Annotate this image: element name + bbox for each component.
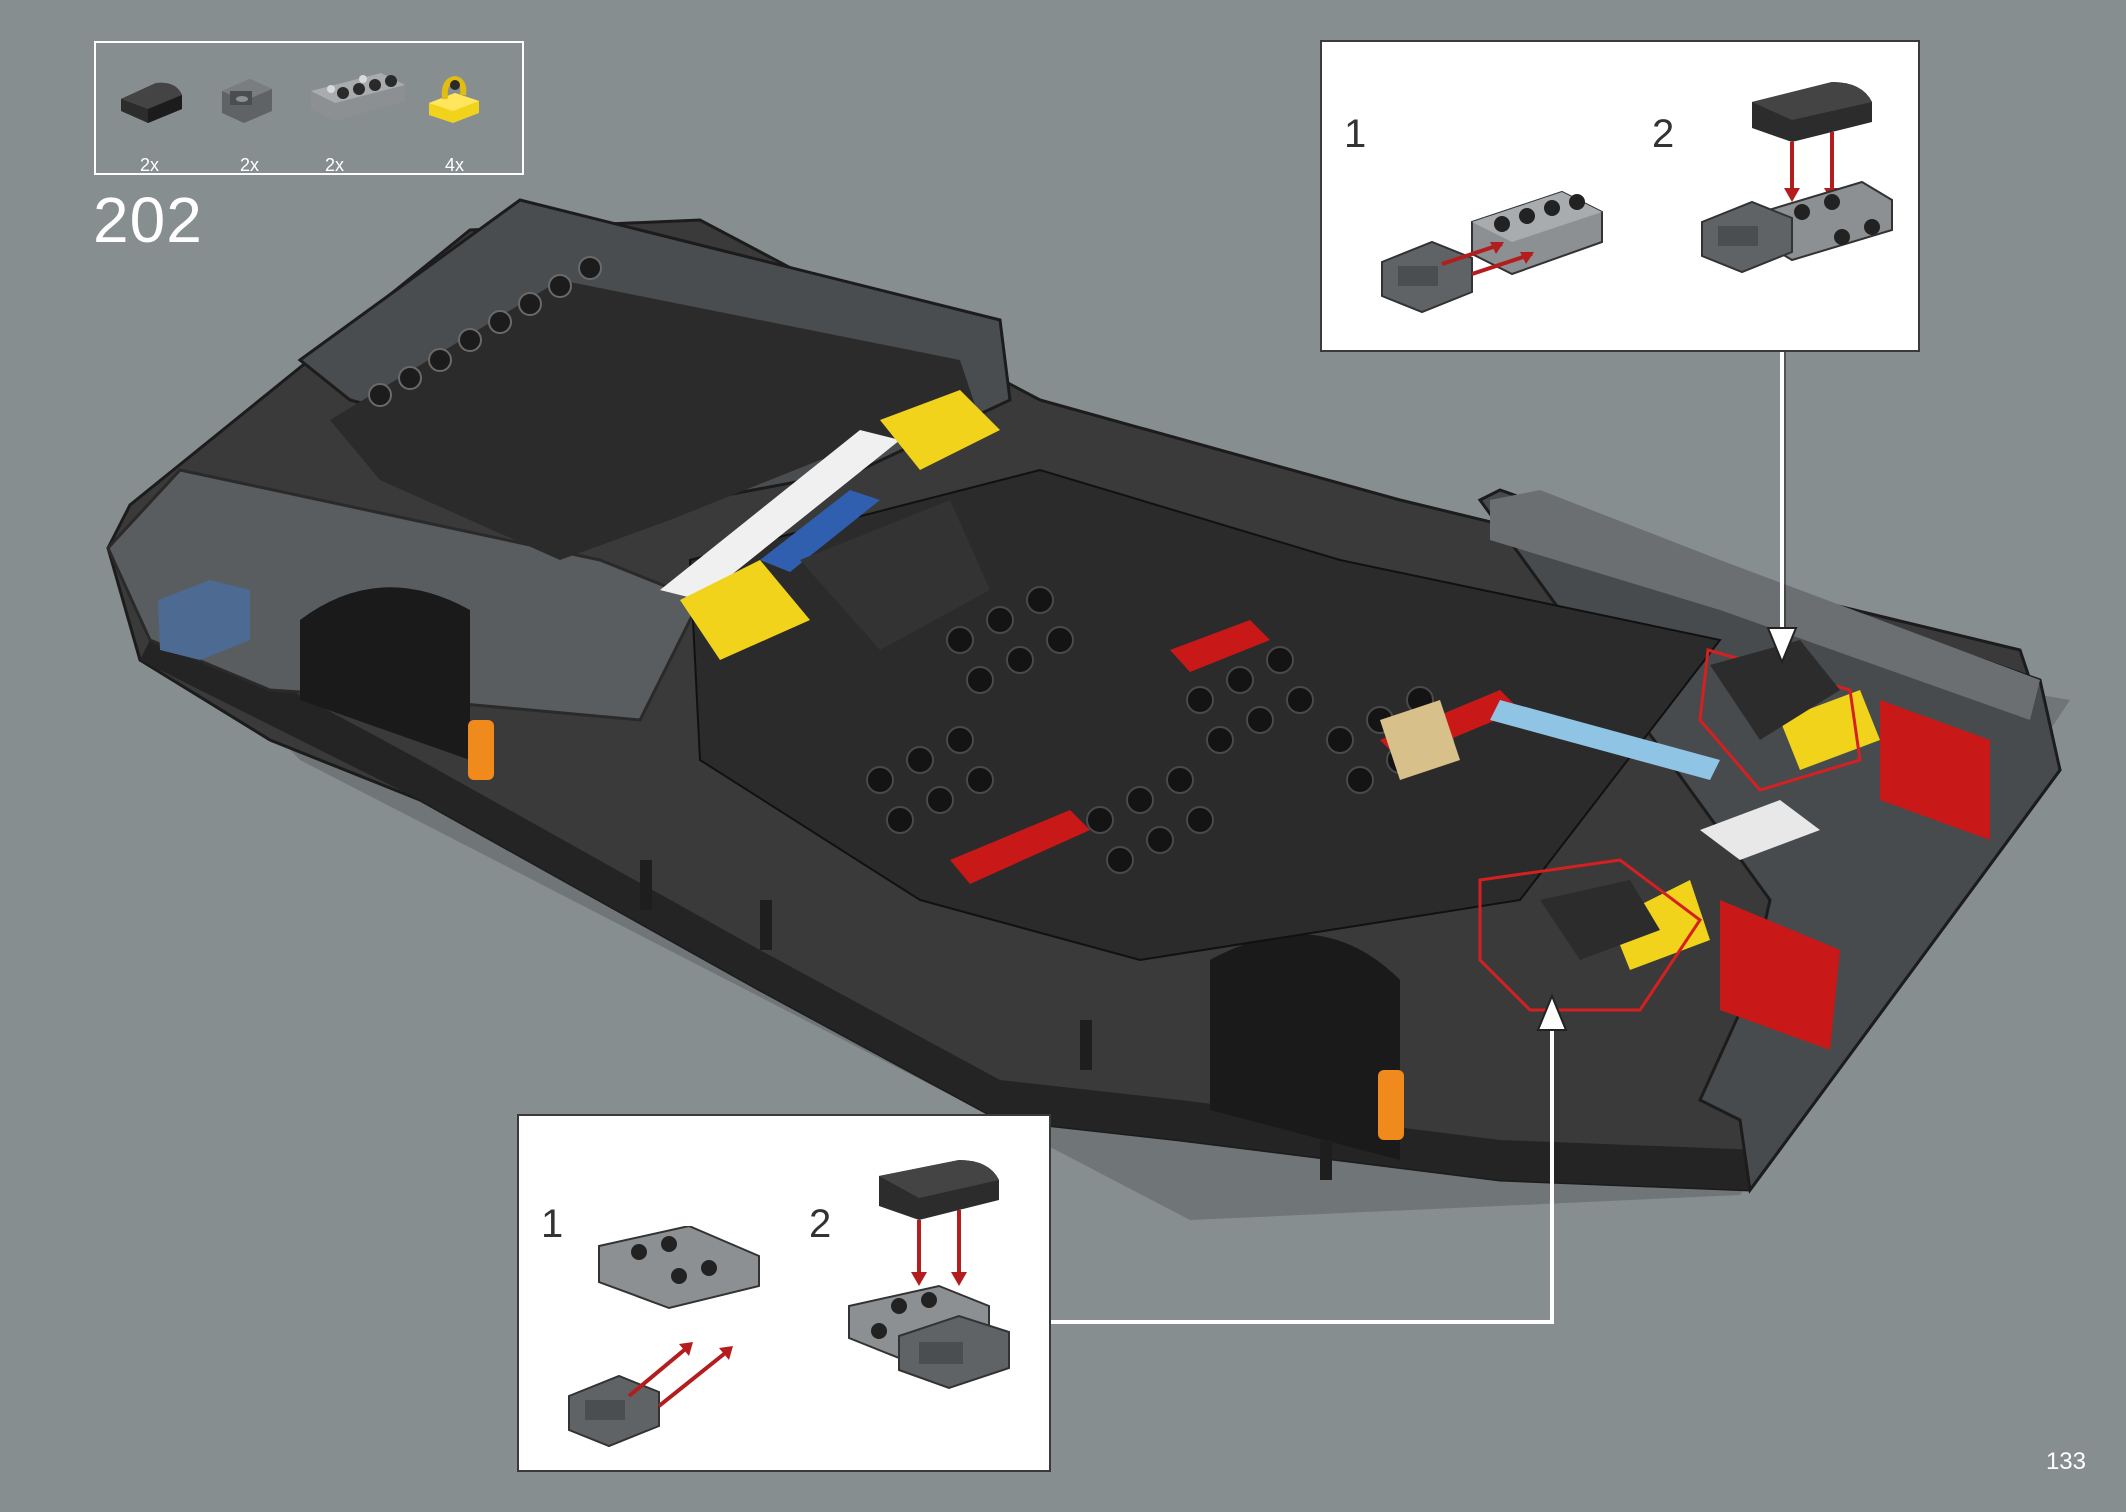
rear-light-upper (1880, 700, 1990, 840)
slope-curved-2x2-black-icon (121, 82, 182, 123)
sub-step-number: 1 (1344, 112, 1367, 156)
shock-absorber (468, 720, 494, 780)
part-plate-clip: 4x (421, 61, 501, 175)
bracket-1x2-dark-grey-icon (222, 79, 272, 123)
sub-step-number: 1 (541, 1202, 564, 1246)
plate-clip-1x1-yellow-icon (429, 75, 479, 123)
blue-stripe (760, 490, 880, 572)
part-slope-curved: 2x (116, 61, 196, 175)
sub-step-number: 2 (809, 1202, 832, 1246)
parts-list: 2x 2x 2x 4x (94, 41, 524, 175)
rear-light-lower (1720, 900, 1840, 1050)
highlight-outline-lower (1478, 858, 1703, 1012)
sub-step-2-illustration (1701, 82, 1893, 274)
page-number: 133 (2045, 1448, 2086, 1475)
callout-top-right: 1 2 (1320, 40, 1920, 352)
sub-step-number: 2 (1652, 112, 1675, 156)
part-quantity: 4x (445, 155, 465, 175)
part-bracket: 2x (216, 61, 296, 175)
sub-step-2-illustration (848, 1160, 1010, 1390)
bracket-plate-1x4-grey-icon (311, 73, 405, 121)
step-number: 202 (93, 184, 203, 256)
front-light-block (158, 580, 250, 660)
callout-bottom: 1 2 (517, 1114, 1051, 1472)
part-quantity: 2x (325, 155, 345, 175)
part-quantity: 2x (240, 155, 260, 175)
part-bracket-plate: 2x (301, 61, 411, 175)
sub-step-1-illustration (568, 1226, 760, 1448)
part-quantity: 2x (140, 155, 160, 175)
sub-step-1-illustration (1381, 190, 1603, 314)
